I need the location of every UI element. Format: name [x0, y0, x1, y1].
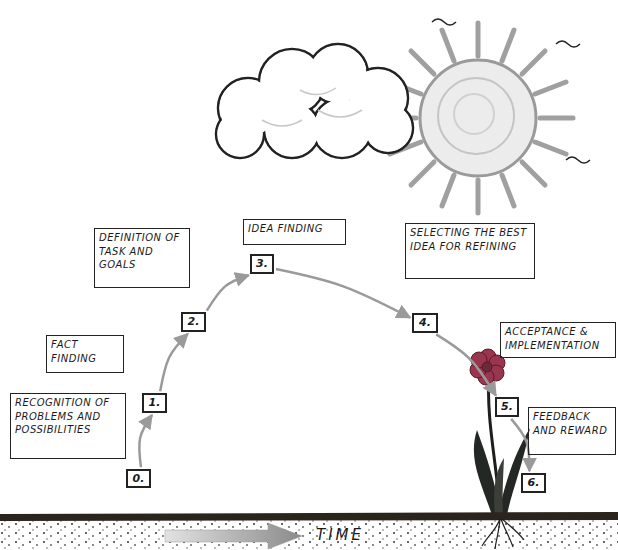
step-number: 0.	[129, 471, 148, 486]
step-label-box: DEFINITION OF TASK AND GOALS	[94, 228, 190, 288]
step-name: ACCEPTANCE & IMPLEMENTATION	[505, 325, 611, 352]
step-number: 1.	[145, 395, 164, 410]
step-number-box: 0.	[126, 469, 151, 488]
sun-ray	[540, 116, 573, 121]
step-arrow	[276, 269, 410, 318]
sun-ray	[476, 180, 481, 213]
step-label-box: IDEA FINDING	[243, 219, 346, 245]
step-label-box: FEEDBACK AND REWARD	[528, 407, 616, 455]
cloud-shading	[262, 88, 362, 126]
step-name: FEEDBACK AND REWARD	[533, 410, 611, 437]
plant-leaf	[494, 458, 504, 515]
step-number: 2.	[184, 314, 203, 329]
root	[502, 519, 524, 540]
sun-ray	[522, 51, 545, 74]
step-arrow	[139, 415, 152, 467]
sun-ray	[502, 30, 514, 61]
sun-ray	[476, 23, 481, 56]
cloud-shade-line	[300, 88, 336, 95]
step-label-box: ACCEPTANCE & IMPLEMENTATION	[500, 322, 616, 358]
step-label-box: SELECTING THE BEST IDEA FOR REFINING	[405, 223, 535, 279]
cloud-fill	[218, 46, 412, 157]
sun-ray	[411, 162, 434, 185]
step-arrow	[436, 334, 496, 395]
soil-dots	[0, 519, 618, 550]
step-number-box: 1.	[142, 393, 167, 413]
axis-label: TIME	[316, 526, 364, 544]
step-label-box: FACT FINDING	[46, 335, 124, 373]
step-name: DEFINITION OF TASK AND GOALS	[99, 231, 185, 272]
step-number-box: 6.	[521, 473, 546, 493]
sun-ray	[411, 51, 434, 74]
cloud-puff	[314, 100, 371, 157]
step-name: RECOGNITION OF PROBLEMS AND POSSIBILITIE…	[15, 396, 121, 437]
step-number-box: 4.	[412, 313, 438, 333]
step-number: 5.	[498, 399, 516, 414]
step-label-box: RECOGNITION OF PROBLEMS AND POSSIBILITIE…	[10, 393, 126, 459]
step-number-box: 2.	[181, 312, 206, 332]
sun-ray	[522, 162, 545, 185]
cloud-puff	[218, 112, 263, 157]
step-number: 4.	[415, 315, 435, 330]
root	[482, 519, 500, 546]
cloud-outline	[216, 44, 413, 158]
ground-line	[0, 512, 618, 521]
step-arrow	[511, 419, 529, 471]
sun-ray	[442, 30, 454, 61]
sun-ray	[502, 175, 514, 206]
sun-swirl	[438, 78, 514, 154]
sky-squiggle	[566, 157, 590, 163]
cloud-shade-line	[318, 110, 362, 117]
step-name: IDEA FINDING	[248, 222, 341, 236]
step-name: FACT FINDING	[51, 338, 119, 365]
sun-ray	[535, 82, 566, 94]
flower-center	[482, 362, 492, 372]
sky-squiggle	[556, 41, 580, 47]
cloud-puff	[266, 104, 319, 157]
sun-disc	[420, 60, 536, 176]
step-name: SELECTING THE BEST IDEA FOR REFINING	[410, 226, 530, 253]
step-arrow	[160, 334, 188, 391]
step-number-box: 5.	[495, 397, 519, 417]
root	[495, 519, 500, 549]
step-arrow	[207, 275, 249, 310]
sun-ray	[535, 142, 566, 154]
cloud-puff	[365, 105, 412, 152]
sky-squiggle	[432, 19, 456, 25]
step-number-box: 3.	[250, 254, 274, 274]
time-arrow	[165, 523, 302, 549]
plant-roots	[482, 519, 524, 549]
step-number: 6.	[524, 475, 543, 490]
sun-ray	[442, 175, 454, 206]
step-number: 3.	[253, 256, 271, 271]
sun-swirl	[454, 94, 494, 134]
cloud-shade-line	[262, 120, 302, 126]
